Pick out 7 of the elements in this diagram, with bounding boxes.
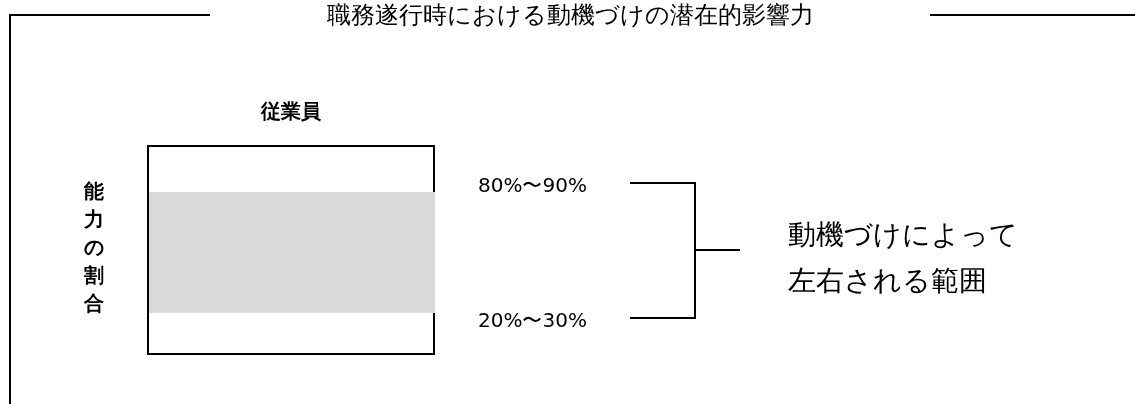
percentage-label: 80%〜90% [478, 172, 587, 198]
title: 職務遂行時における動機づけの潜在的影響力 [325, 0, 815, 30]
percentage-label: 20%〜30% [478, 307, 587, 333]
axis-label: 能力の割合 [83, 178, 105, 317]
range-note: 動機づけによって左右される範囲 [788, 217, 1019, 299]
shaded-band [149, 192, 435, 313]
heading: 従業員 [259, 98, 322, 125]
